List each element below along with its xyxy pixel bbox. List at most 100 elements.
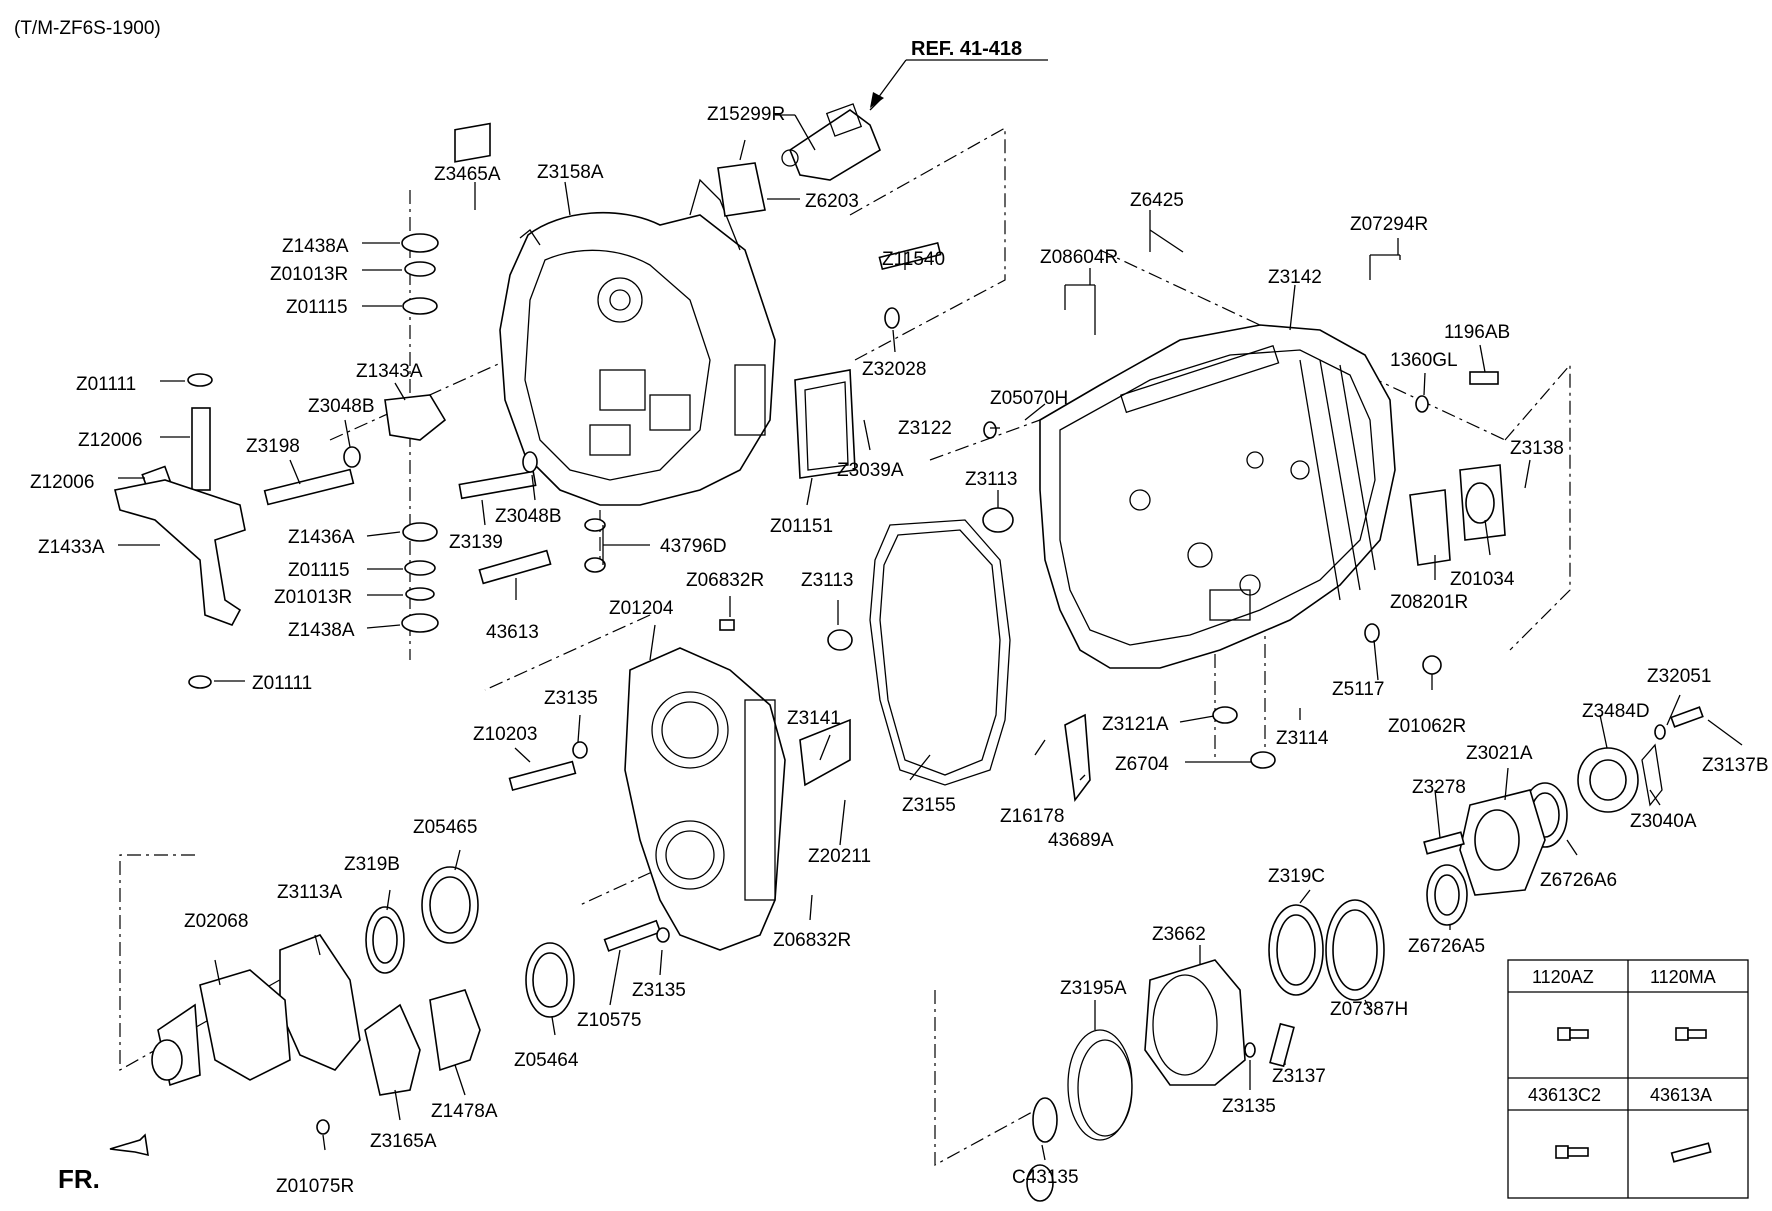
- reference-arrow-icon: [870, 92, 884, 108]
- callout-z32051: Z32051: [1647, 666, 1711, 687]
- callout-z07387h: Z07387H: [1330, 999, 1408, 1020]
- callout-z3135-right: Z3135: [1222, 1096, 1276, 1117]
- callout-z08201r: Z08201R: [1390, 592, 1468, 613]
- callout-z3048b-left: Z3048B: [308, 396, 375, 417]
- bolt-icon: [1557, 1027, 1589, 1041]
- callout-z3141: Z3141: [787, 708, 841, 729]
- table-code-1120az: 1120AZ: [1532, 967, 1594, 987]
- callout-z3142: Z3142: [1268, 267, 1322, 288]
- callout-z3048b-mid: Z3048B: [495, 506, 562, 527]
- callout-z01075r: Z01075R: [276, 1176, 354, 1197]
- callout-z6726a6: Z6726A6: [1540, 870, 1617, 891]
- callout-z01151: Z01151: [770, 516, 833, 537]
- callout-z1438a-top: Z1438A: [282, 236, 349, 257]
- callout-z3121a: Z3121A: [1102, 714, 1169, 735]
- callout-z05464: Z05464: [514, 1050, 579, 1071]
- callout-z01204: Z01204: [609, 598, 674, 619]
- callout-z3021a: Z3021A: [1466, 743, 1533, 764]
- intermediate-plate-z01204[interactable]: [624, 647, 786, 951]
- case-gasket-z3155[interactable]: [869, 519, 1011, 786]
- callout-z6704: Z6704: [1115, 754, 1169, 775]
- callout-z06832r-bot: Z06832R: [773, 930, 851, 951]
- callout-z3662: Z3662: [1152, 924, 1206, 945]
- callout-z01115-top: Z01115: [286, 297, 348, 318]
- callout-z3122: Z3122: [898, 418, 952, 439]
- callout-z6425: Z6425: [1130, 190, 1184, 211]
- callout-z05070h: Z05070H: [990, 388, 1068, 409]
- front-arrow-icon: [109, 1133, 149, 1157]
- callout-z3165a: Z3165A: [370, 1131, 437, 1152]
- callout-z3138: Z3138: [1510, 438, 1564, 459]
- callout-z3137: Z3137: [1272, 1066, 1326, 1087]
- callout-labels: Z15299R Z6203 Z3465A Z3158A Z1438A Z0101…: [30, 104, 1769, 1197]
- callout-z15299r: Z15299R: [707, 104, 785, 125]
- callout-z20211: Z20211: [808, 846, 871, 867]
- callout-z3137b: Z3137B: [1702, 755, 1769, 776]
- callout-z08604r: Z08604R: [1040, 247, 1118, 268]
- gasket-plate-z6203[interactable]: [717, 162, 766, 217]
- callout-z10203: Z10203: [473, 724, 537, 745]
- table-code-43613a: 43613A: [1650, 1085, 1712, 1105]
- callout-z10575: Z10575: [577, 1010, 641, 1031]
- callout-z3465a: Z3465A: [434, 164, 501, 185]
- callout-z3113a: Z3113A: [277, 882, 342, 903]
- release-cylinder-assembly[interactable]: [717, 99, 881, 217]
- callout-z1433a: Z1433A: [38, 537, 105, 558]
- callout-z3155: Z3155: [902, 795, 956, 816]
- callout-z319b: Z319B: [344, 854, 400, 875]
- callout-z1438a-bot: Z1438A: [288, 620, 355, 641]
- small-parts[interactable]: [109, 122, 1704, 1202]
- callout-z3484d: Z3484D: [1582, 701, 1650, 722]
- callout-z07294r: Z07294R: [1350, 214, 1428, 235]
- callout-z01111-bot: Z01111: [252, 673, 312, 694]
- callout-z1436a: Z1436A: [288, 527, 355, 548]
- callout-z43689a: 43689A: [1048, 830, 1114, 851]
- table-code-1120ma: 1120MA: [1650, 967, 1716, 987]
- transmission-case-z3142[interactable]: [1039, 324, 1396, 669]
- callout-z43613: 43613: [486, 622, 539, 643]
- callout-z6203: Z6203: [805, 191, 859, 212]
- callout-z3113-right: Z3113: [965, 469, 1017, 490]
- callout-z32028: Z32028: [862, 359, 926, 380]
- callout-z06832r-top: Z06832R: [686, 570, 764, 591]
- callout-z6726a5: Z6726A5: [1408, 936, 1485, 957]
- callout-z01034: Z01034: [1450, 569, 1515, 590]
- callout-z01111-top: Z01111: [76, 374, 136, 395]
- callout-z01013r-bot: Z01013R: [274, 587, 352, 608]
- callout-z02068: Z02068: [184, 911, 248, 932]
- callout-z3278: Z3278: [1412, 777, 1466, 798]
- callout-z01115-bot: Z01115: [288, 560, 350, 581]
- reference-callout[interactable]: REF. 41-418: [870, 38, 1048, 108]
- stud-icon: [1670, 1142, 1712, 1163]
- callout-z01062r: Z01062R: [1388, 716, 1466, 737]
- callout-z3113-mid: Z3113: [801, 570, 853, 591]
- callout-z3198: Z3198: [246, 436, 300, 457]
- clutch-housing-z3158a[interactable]: [499, 178, 776, 506]
- callout-z5117: Z5117: [1332, 679, 1384, 700]
- callout-z1478a: Z1478A: [431, 1101, 498, 1122]
- callout-z3135-bot: Z3135: [632, 980, 686, 1001]
- callout-z1196ab: 1196AB: [1444, 322, 1510, 343]
- callout-z1343a: Z1343A: [356, 361, 423, 382]
- callout-c43135: C43135: [1012, 1167, 1079, 1188]
- callout-z12006-bot: Z12006: [30, 472, 94, 493]
- leader-lines: [118, 114, 1743, 1161]
- callout-z3039a: Z3039A: [837, 460, 904, 481]
- callout-z319c: Z319C: [1268, 866, 1325, 887]
- fastener-table: 1120AZ 1120MA 43613C2 43613A: [1507, 959, 1749, 1199]
- callout-z3135-top: Z3135: [544, 688, 598, 709]
- bolt-icon: [1555, 1145, 1589, 1159]
- callout-z43796d: 43796D: [660, 536, 727, 557]
- callout-z01013r-top: Z01013R: [270, 264, 348, 285]
- callout-z3114: Z3114: [1276, 728, 1329, 749]
- callout-z11540: Z11540: [882, 249, 945, 270]
- bolt-icon: [1675, 1027, 1707, 1041]
- callout-z3040a: Z3040A: [1630, 811, 1697, 832]
- callout-z1360gl: 1360GL: [1390, 350, 1458, 371]
- callout-z3139: Z3139: [449, 532, 503, 553]
- front-direction-label: FR.: [58, 1164, 100, 1194]
- callout-z12006-top: Z12006: [78, 430, 142, 451]
- table-code-43613c2: 43613C2: [1528, 1085, 1601, 1105]
- reference-label: REF. 41-418: [911, 38, 1022, 60]
